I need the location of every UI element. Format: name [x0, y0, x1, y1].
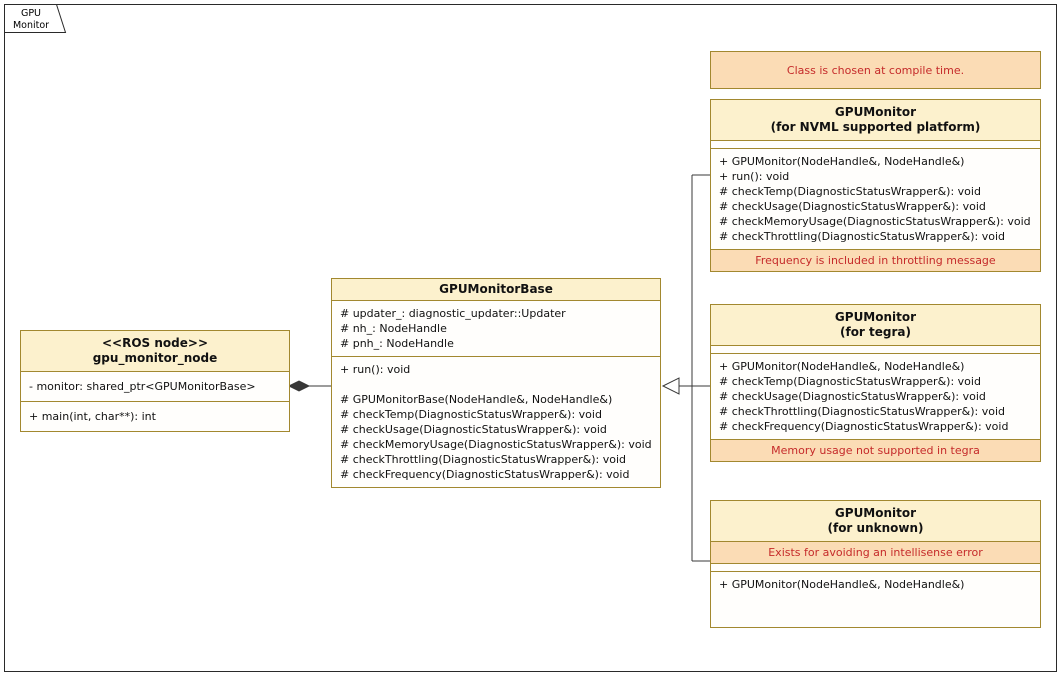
method-line: # checkThrottling(DiagnosticStatusWrappe…	[340, 453, 627, 466]
method-line: + run(): void	[719, 170, 790, 183]
method-line: + GPUMonitor(NodeHandle&, NodeHandle&)	[719, 578, 965, 591]
attributes-section	[711, 563, 1040, 571]
method-line: # checkTemp(DiagnosticStatusWrapper&): v…	[719, 185, 981, 198]
class-name: GPUMonitor	[834, 310, 917, 324]
method-line: + run(): void	[340, 363, 411, 376]
class-header: GPUMonitor (for unknown)	[711, 501, 1040, 541]
method-line: # checkUsage(DiagnosticStatusWrapper&): …	[719, 200, 986, 213]
class-name: gpu_monitor_node	[92, 351, 218, 365]
class-header: GPUMonitor (for NVML supported platform)	[711, 100, 1040, 140]
method-line: # checkUsage(DiagnosticStatusWrapper&): …	[340, 423, 607, 436]
class-header: GPUMonitor (for tegra)	[711, 305, 1040, 345]
method-line: + GPUMonitor(NodeHandle&, NodeHandle&)	[719, 155, 965, 168]
class-header: GPUMonitorBase	[332, 279, 660, 300]
attribute-line: # updater_: diagnostic_updater::Updater	[340, 307, 566, 320]
method-line	[340, 377, 652, 392]
class-gpumonitor-nvml: GPUMonitor (for NVML supported platform)…	[710, 99, 1041, 272]
method-line: # checkThrottling(DiagnosticStatusWrappe…	[719, 230, 1006, 243]
method-line: + main(int, char**): int	[29, 410, 156, 423]
method-line: # checkFrequency(DiagnosticStatusWrapper…	[340, 468, 630, 481]
method-line: # checkUsage(DiagnosticStatusWrapper&): …	[719, 390, 986, 403]
methods-section: + run(): void # GPUMonitorBase(NodeHandl…	[332, 356, 660, 487]
class-gpu-monitor-node: <<ROS node>> gpu_monitor_node - monitor:…	[20, 330, 290, 432]
attributes-section: - monitor: shared_ptr<GPUMonitorBase>	[21, 371, 289, 401]
method-line: # checkTemp(DiagnosticStatusWrapper&): v…	[340, 408, 602, 421]
frame-tab-label-line1: GPU	[21, 8, 41, 19]
inheritance-connector	[661, 174, 710, 562]
note-intellisense: Exists for avoiding an intellisense erro…	[711, 541, 1040, 563]
note-compile-time: Class is chosen at compile time.	[710, 51, 1041, 89]
method-line: # GPUMonitorBase(NodeHandle&, NodeHandle…	[340, 393, 613, 406]
method-line: # checkFrequency(DiagnosticStatusWrapper…	[719, 420, 1009, 433]
class-header: <<ROS node>> gpu_monitor_node	[21, 331, 289, 371]
diagram-frame	[4, 4, 1057, 672]
class-subtitle: (for unknown)	[827, 521, 924, 535]
methods-section: + GPUMonitor(NodeHandle&, NodeHandle&) #…	[711, 353, 1040, 439]
attribute-line: # nh_: NodeHandle	[340, 322, 447, 335]
frame-tab-shape	[4, 4, 67, 33]
frame-tab: GPU Monitor	[4, 4, 67, 33]
note-tegra-memory: Memory usage not supported in tegra	[711, 439, 1040, 461]
attributes-section: # updater_: diagnostic_updater::Updater …	[332, 300, 660, 356]
attributes-section	[711, 345, 1040, 353]
class-subtitle: (for NVML supported platform)	[770, 120, 981, 134]
method-line: # checkTemp(DiagnosticStatusWrapper&): v…	[719, 375, 981, 388]
methods-section: + main(int, char**): int	[21, 401, 289, 431]
class-gpumonitor-tegra: GPUMonitor (for tegra) + GPUMonitor(Node…	[710, 304, 1041, 462]
class-gpumonitorbase: GPUMonitorBase # updater_: diagnostic_up…	[331, 278, 661, 488]
composition-connector	[287, 380, 331, 392]
class-subtitle: (for tegra)	[839, 325, 911, 339]
note-compile-time-text: Class is chosen at compile time.	[786, 63, 965, 77]
method-line: # checkMemoryUsage(DiagnosticStatusWrapp…	[719, 215, 1031, 228]
frame-tab-label-line2: Monitor	[13, 20, 49, 31]
class-name: GPUMonitor	[834, 506, 917, 520]
method-line: # checkMemoryUsage(DiagnosticStatusWrapp…	[340, 438, 652, 451]
note-throttling: Frequency is included in throttling mess…	[711, 249, 1040, 271]
class-name: GPUMonitor	[834, 105, 917, 119]
method-line: # checkThrottling(DiagnosticStatusWrappe…	[719, 405, 1006, 418]
attribute-line: - monitor: shared_ptr<GPUMonitorBase>	[29, 380, 256, 393]
attribute-line: # pnh_: NodeHandle	[340, 337, 454, 350]
methods-section: + GPUMonitor(NodeHandle&, NodeHandle&) +…	[711, 148, 1040, 249]
class-gpumonitor-unknown: GPUMonitor (for unknown) Exists for avoi…	[710, 500, 1041, 628]
attributes-section	[711, 140, 1040, 148]
methods-section: + GPUMonitor(NodeHandle&, NodeHandle&)	[711, 571, 1040, 627]
method-line: + GPUMonitor(NodeHandle&, NodeHandle&)	[719, 360, 965, 373]
class-name: GPUMonitorBase	[439, 282, 553, 296]
class-stereotype: <<ROS node>>	[102, 336, 208, 350]
